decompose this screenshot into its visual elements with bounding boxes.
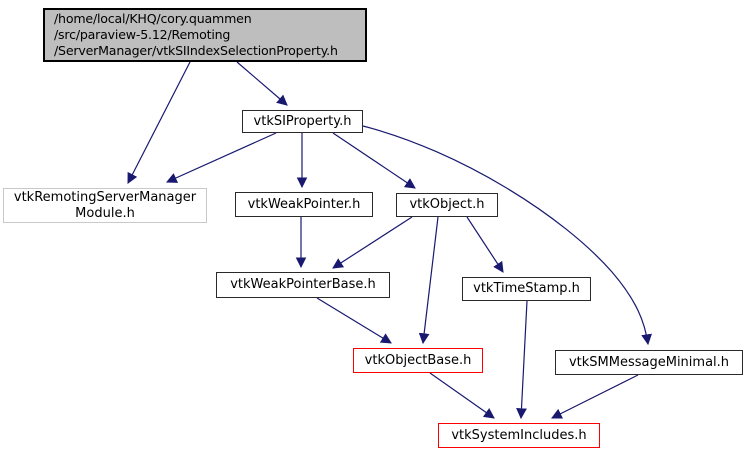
edge-vtkObject-to-vtkObjectBase [418,216,439,345]
node-vtkObjectBase[interactable]: vtkObjectBase.h [353,348,483,373]
node-label-line: vtkSystemIncludes.h [451,427,587,443]
node-label-line: Module.h [75,205,135,221]
node-vtkWeakPointerBase[interactable]: vtkWeakPointerBase.h [216,272,390,298]
node-label-line: /home/local/KHQ/cory.quammen [54,11,252,26]
node-label-line: vtkWeakPointer.h [247,196,361,212]
node-label-line: vtkSIProperty.h [253,113,352,129]
edge-root-to-vtkSIProperty [236,61,288,106]
node-vtkWeakPointer[interactable]: vtkWeakPointer.h [235,192,373,217]
node-label-line: vtkTimeStamp.h [473,281,580,296]
edge-vtkWeakPointerBase-to-vtkObjectBase [316,297,392,344]
node-label-line: vtkObjectBase.h [364,352,472,368]
edge-root-to-vtkRemotingServerManagerModule [127,61,191,184]
node-vtkTimeStamp[interactable]: vtkTimeStamp.h [462,277,591,301]
edge-vtkSIProperty-to-vtkRemotingServerManagerModule [166,132,277,183]
node-vtkSystemIncludes[interactable]: vtkSystemIncludes.h [438,423,600,448]
edge-vtkObject-to-vtkTimeStamp [466,216,504,273]
edge-vtkTimeStamp-to-vtkSystemIncludes [516,300,528,420]
node-vtkSIProperty[interactable]: vtkSIProperty.h [242,110,363,133]
node-label-line: vtkWeakPointerBase.h [230,277,376,292]
edge-vtkSIProperty-to-vtkSMMessageMinimal [362,125,652,346]
edge-vtkSIProperty-to-vtkObject [332,132,416,189]
edge-vtkObjectBase-to-vtkSystemIncludes [429,372,495,419]
node-label-line: /ServerManager/vtkSIIndexSelectionProper… [54,43,338,58]
node-label-line: vtkObject.h [409,197,485,212]
node-label-line: /src/paraview-5.12/Remoting [54,27,231,42]
node-root: /home/local/KHQ/cory.quammen/src/paravie… [43,8,367,62]
node-vtkSMMessageMinimal[interactable]: vtkSMMessageMinimal.h [555,350,743,375]
edge-vtkObject-to-vtkWeakPointerBase [332,216,413,269]
node-label-line: vtkRemotingServerManager [13,189,197,205]
node-label-line: vtkSMMessageMinimal.h [568,354,730,370]
node-vtkObject[interactable]: vtkObject.h [396,193,498,217]
edge-vtkSMMessageMinimal-to-vtkSystemIncludes [551,374,639,419]
